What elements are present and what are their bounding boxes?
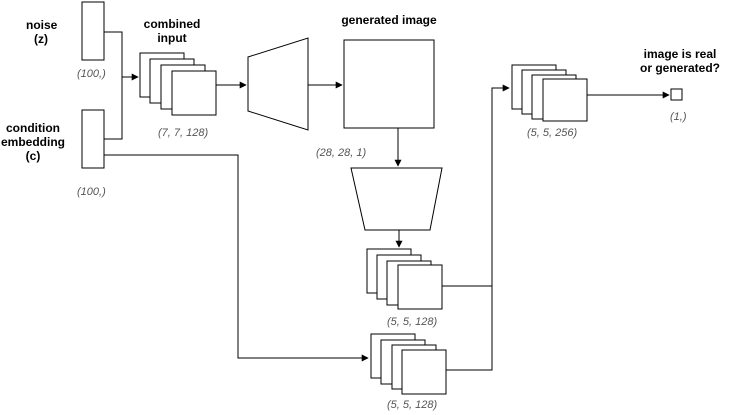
discriminator-network <box>350 167 443 231</box>
noise-title: noise <box>26 18 58 32</box>
combined-title-line1: combined <box>143 17 201 31</box>
discriminator-features-shape-label: (5, 5, 128) <box>387 316 438 328</box>
combined-input-label: combined input <box>140 17 204 45</box>
condition-features-shape-label: (5, 5, 128) <box>387 399 438 411</box>
generated-shape-label: (28, 28, 1) <box>316 147 367 159</box>
noise-label: noise (z) <box>26 18 58 46</box>
combined-shape-label: (7, 7, 128) <box>158 127 209 139</box>
noise-to-combined-line <box>104 31 123 77</box>
condition-title-line1: condition <box>6 121 60 135</box>
condition-title-line2: embedding <box>0 135 65 149</box>
noise-shape-label: (100,) <box>77 68 106 80</box>
combined-input-stack <box>139 52 217 116</box>
merged-feature-stack <box>511 64 588 122</box>
condition-vector <box>81 109 105 169</box>
generator-network <box>247 37 309 131</box>
combined-title-line2: input <box>157 31 187 45</box>
output-question-label: image is real or generated? <box>632 47 728 75</box>
output-shape-label: (1,) <box>670 111 687 123</box>
generated-image-box <box>343 39 435 129</box>
output-title-line1: image is real <box>643 47 717 61</box>
condition-features-to-merge-line <box>446 84 510 371</box>
condition-shape-label: (100,) <box>77 186 106 198</box>
discriminator-feature-stack <box>366 248 443 310</box>
generated-image-label: generated image <box>341 13 437 27</box>
noise-variable: (z) <box>34 32 48 46</box>
noise-vector <box>81 1 105 61</box>
condition-to-combined-line <box>104 77 123 140</box>
merged-shape-label: (5, 5, 256) <box>527 127 578 139</box>
output-unit <box>670 88 683 101</box>
output-title-line2: or generated? <box>639 61 720 75</box>
condition-label: condition embedding (c) <box>0 121 66 163</box>
condition-variable: (c) <box>25 149 41 163</box>
condition-to-features-line <box>104 154 369 362</box>
condition-feature-stack <box>370 333 447 395</box>
